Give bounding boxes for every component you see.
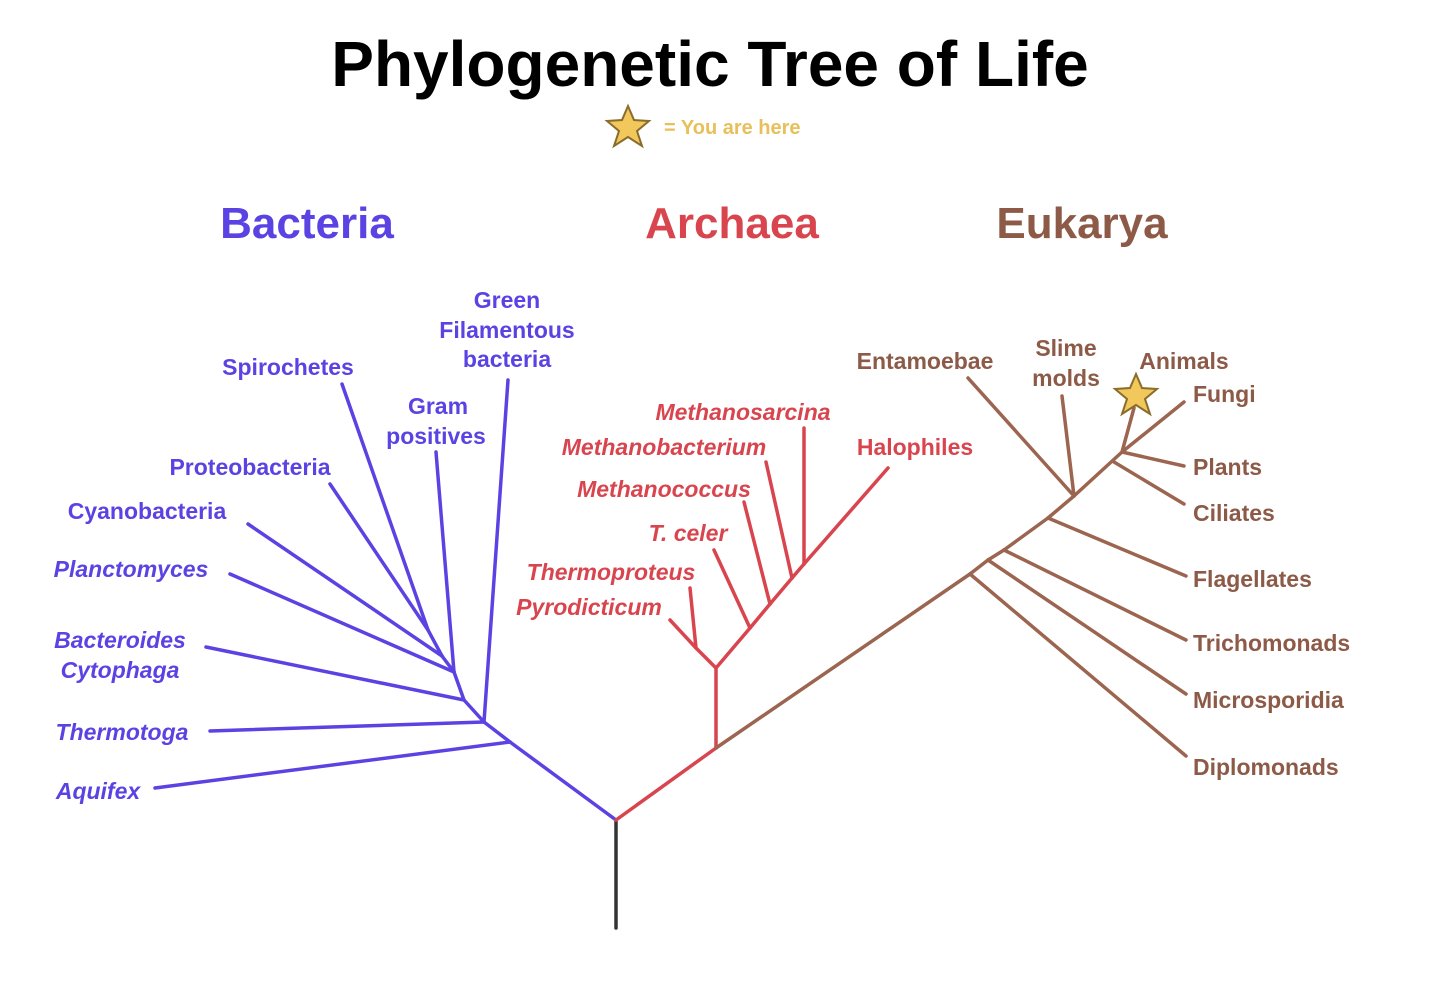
label-cyanobacteria: Cyanobacteria: [68, 498, 227, 524]
branch-cyanobacteria: [246, 522, 444, 658]
label-trichomonads: Trichomonads: [1193, 630, 1350, 656]
branch-methanococcus: [742, 500, 772, 606]
bacteria-trunk-4: [452, 670, 466, 702]
label-thermoproteus: Thermoproteus: [527, 559, 696, 585]
branch-slime-molds: [1060, 394, 1076, 498]
archaea-eukarya-trunk: [614, 746, 718, 822]
archaea-main-3: [768, 576, 794, 606]
eukarya-trunk-4: [1002, 516, 1050, 552]
domain-heading-bacteria: Bacteria: [220, 199, 394, 248]
label-microsporidia: Microsporidia: [1193, 687, 1344, 713]
bacteria-trunk-6: [426, 628, 444, 658]
branch-plants: [1120, 450, 1186, 468]
eukarya-trunk-3: [986, 548, 1006, 562]
branch-animals: [1120, 406, 1136, 454]
eukarya-crown: [1072, 450, 1124, 498]
label-ciliates: Ciliates: [1193, 500, 1275, 526]
label-fungi: Fungi: [1193, 381, 1256, 407]
you-are-here-star-icon: [1112, 371, 1160, 417]
label-bacteroides: Bacteroides: [54, 627, 186, 653]
label-animals: Animals: [1139, 348, 1228, 374]
label-aquifex: Aquifex: [55, 778, 142, 804]
domain-heading-eukarya: Eukarya: [996, 199, 1168, 248]
branch-proteobacteria: [328, 482, 430, 632]
branch-trichomonads: [1002, 548, 1188, 642]
label-green-filamentous-1: Green: [474, 287, 540, 313]
bacteria-trunk-2: [482, 720, 512, 744]
bacteria-trunk: [508, 740, 618, 822]
page-title: Phylogenetic Tree of Life: [331, 28, 1089, 100]
label-slime-molds-1: Slime: [1035, 335, 1096, 361]
label-spirochetes: Spirochetes: [222, 354, 354, 380]
legend: = You are here: [604, 103, 801, 149]
label-diplomonads: Diplomonads: [1193, 754, 1339, 780]
branch-diplomonads: [968, 572, 1188, 758]
label-methanosarcina: Methanosarcina: [655, 399, 830, 425]
eukarya-trunk: [714, 572, 972, 750]
label-t-celer: T. celer: [649, 520, 729, 546]
label-plants: Plants: [1193, 454, 1262, 480]
branch-spirochetes: [340, 382, 430, 632]
label-proteobacteria: Proteobacteria: [169, 454, 330, 480]
branch-thermoproteus: [688, 586, 698, 650]
label-green-filamentous-2: Filamentous: [439, 317, 574, 343]
label-gram-positives-2: positives: [386, 423, 486, 449]
label-methanobacterium: Methanobacterium: [562, 434, 766, 460]
bacteria-trunk-5: [440, 654, 456, 674]
archaea-main: [714, 626, 752, 670]
label-flagellates: Flagellates: [1193, 566, 1312, 592]
branch-entamoebae: [966, 376, 1076, 498]
archaea-branches: [614, 426, 890, 822]
branch-pyrodicticum: [668, 618, 698, 650]
eukarya-trunk-5: [1046, 494, 1076, 520]
branch-aquifex: [153, 740, 512, 790]
branch-green-filamentous: [482, 378, 510, 724]
eukarya-labels: Entamoebae Slime molds Animals Fungi Pla…: [857, 335, 1351, 780]
label-planctomyces: Planctomyces: [54, 556, 209, 582]
branch-planctomyces: [228, 572, 456, 674]
label-halophiles: Halophiles: [857, 434, 973, 460]
archaea-main-2: [748, 602, 772, 630]
label-methanococcus: Methanococcus: [577, 476, 751, 502]
bacteria-labels: Green Filamentous bacteria Spirochetes G…: [54, 287, 575, 804]
archaea-main-4: [790, 562, 806, 580]
label-entamoebae: Entamoebae: [857, 348, 994, 374]
eukarya-trunk-2: [968, 558, 990, 576]
star-icon: [604, 103, 652, 149]
bacteria-branches: [153, 378, 618, 822]
branch-flagellates: [1046, 516, 1188, 578]
label-cytophaga: Cytophaga: [61, 657, 180, 683]
branch-thermotoga: [208, 720, 486, 733]
branch-ciliates: [1112, 460, 1186, 506]
branch-fungi: [1120, 400, 1186, 454]
branch-gram-positives: [434, 450, 456, 674]
branch-methanobacterium: [764, 460, 794, 580]
label-gram-positives-1: Gram: [408, 393, 468, 419]
domain-heading-archaea: Archaea: [645, 199, 819, 248]
archaea-labels: Methanosarcina Methanobacterium Halophil…: [516, 399, 973, 620]
label-thermotoga: Thermotoga: [56, 719, 189, 745]
branch-microsporidia: [986, 558, 1188, 696]
branch-halophiles: [802, 466, 890, 566]
eukarya-branches: [714, 376, 1188, 758]
archaea-left-fork: [694, 646, 718, 670]
branch-bacteroides: [204, 645, 466, 702]
bacteria-trunk-3: [462, 698, 486, 724]
label-pyrodicticum: Pyrodicticum: [516, 594, 662, 620]
branch-t-celer: [712, 548, 752, 630]
label-green-filamentous-3: bacteria: [463, 346, 551, 372]
label-slime-molds-2: molds: [1032, 365, 1100, 391]
legend-label: = You are here: [664, 117, 801, 139]
